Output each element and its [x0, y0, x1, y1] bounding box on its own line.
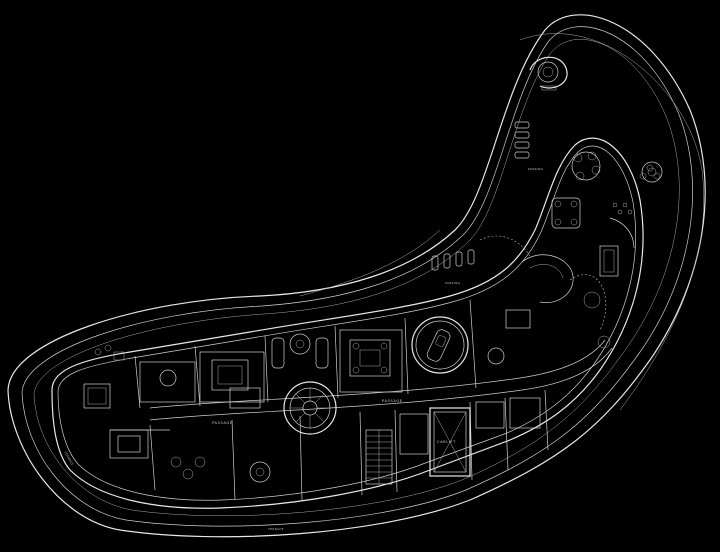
parking-label-top-right: PARKING [528, 167, 544, 171]
top-pavilion [529, 56, 568, 91]
left-wing-furniture [83, 333, 391, 483]
passage-label-right: PASSAGE [382, 399, 403, 403]
terrace-label-left: TERRACE [63, 450, 75, 467]
passage-label-left: PASSAGE [212, 421, 233, 425]
parked-cars: PARKING PARKING [431, 121, 544, 285]
car-turntable [411, 316, 469, 374]
room-walls [109, 299, 549, 501]
outer-shell [7, 14, 706, 538]
spiral-stair [283, 381, 337, 435]
carlift-label: CARLIFT [437, 440, 456, 444]
stairs-left [365, 429, 393, 485]
terrace-label-bottom: TERRACE [267, 527, 284, 531]
building-footprint [51, 137, 644, 509]
carlift: CARLIFT [429, 407, 471, 477]
parking-label-top-left: PARKING [445, 281, 461, 285]
passage-corridor: PASSAGE PASSAGE [149, 339, 613, 425]
plants [612, 164, 661, 215]
